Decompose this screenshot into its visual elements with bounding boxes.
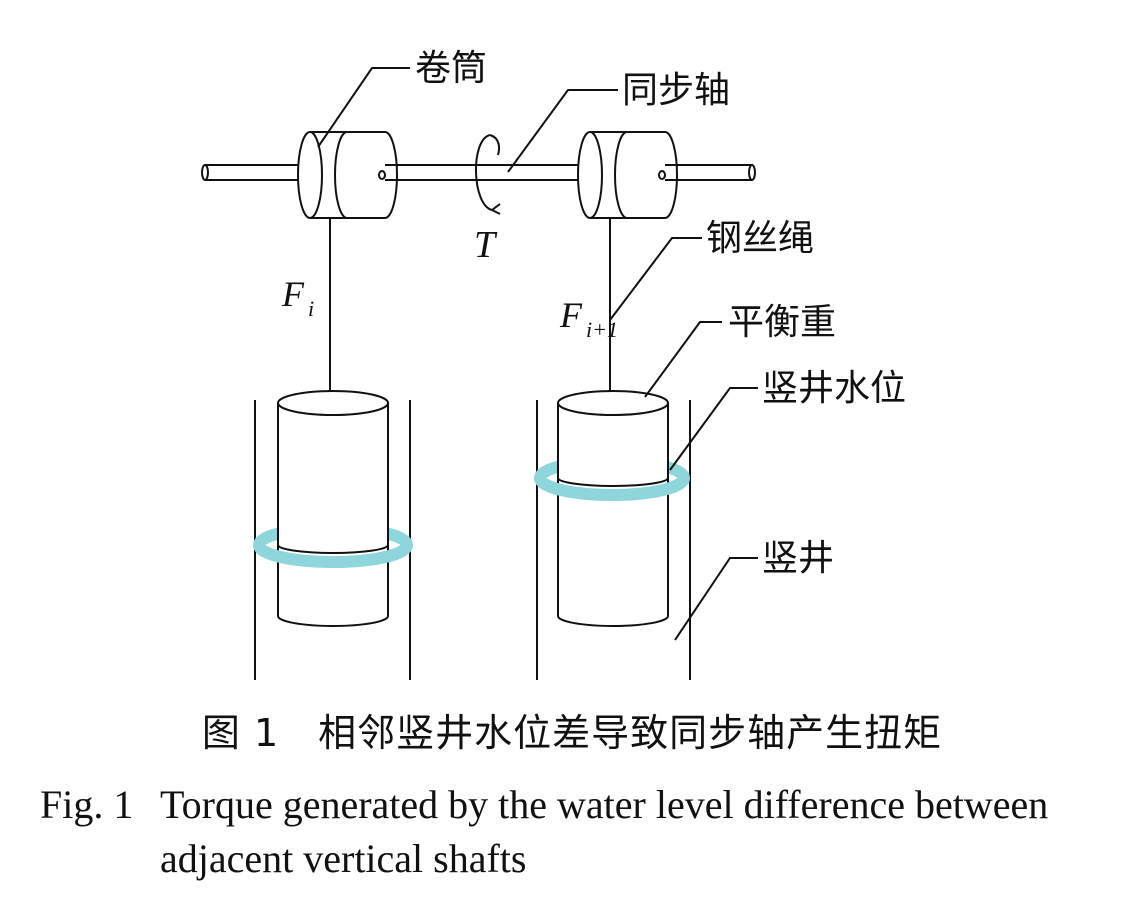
force-right-subscript: i+1 [586, 317, 618, 342]
sync-shaft-leader-line [507, 89, 618, 173]
force-left-subscript: i [308, 296, 314, 321]
force-left-label: F [281, 274, 305, 314]
counterweight-leader-line [644, 321, 722, 398]
left-drum [297, 131, 398, 219]
force-right-label: F [559, 295, 583, 335]
figure-caption-english: Fig. 1 Torque generated by the water leve… [40, 778, 1110, 886]
right-counterweight [534, 390, 690, 627]
drum-leader-line [317, 67, 410, 148]
left-counterweight [253, 390, 413, 627]
counterweight-label: 平衡重 [728, 302, 836, 343]
right-drum [577, 131, 678, 219]
sync-shaft-label: 同步轴 [622, 70, 730, 111]
vertical-shaft-label: 竖井 [762, 538, 834, 579]
torque-label: T [474, 224, 498, 266]
figure-number: Fig. 1 [40, 782, 134, 827]
drum-label: 卷筒 [415, 48, 487, 89]
sync-shaft-rod [201, 164, 756, 181]
figure-caption-chinese: 图 1 相邻竖井水位差导致同步轴产生扭矩 [201, 711, 943, 755]
wire-rope-leader-line [609, 237, 702, 321]
vertical-shaft-leader-line [674, 557, 758, 641]
torque-arrow [474, 134, 501, 215]
water-level-label: 竖井水位 [762, 368, 906, 409]
caption-line-2: adjacent vertical shafts [160, 836, 527, 881]
water-level-leader-line [669, 387, 758, 471]
caption-line-1: Torque generated by the water level diff… [160, 782, 1049, 827]
wire-rope-label: 钢丝绳 [706, 218, 814, 259]
